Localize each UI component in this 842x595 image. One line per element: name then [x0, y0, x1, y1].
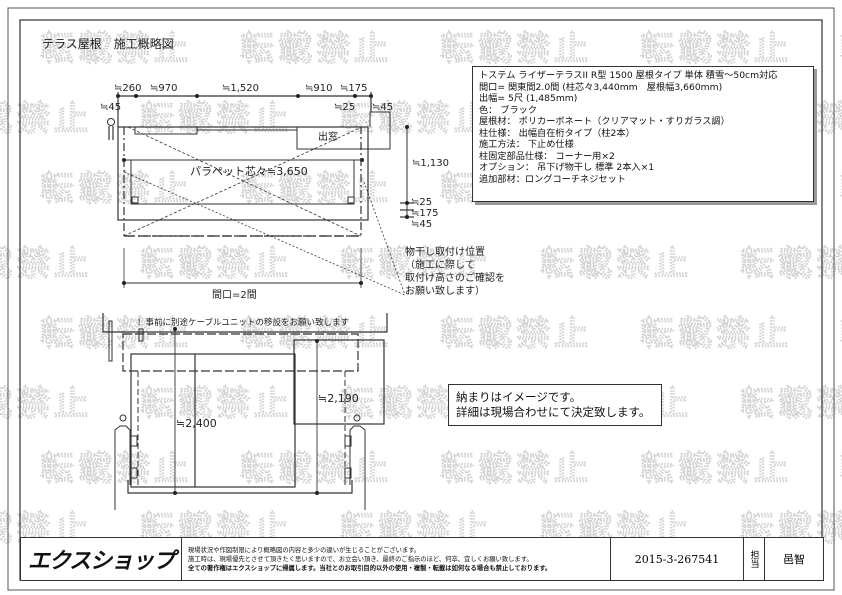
disclaimer-line: 全ての著作権はエクスショップに帰属します。当社とのお取引目的以外の使用・複製・転…	[188, 564, 552, 572]
dim-right-25: ≒25	[411, 197, 432, 208]
spec-line: 柱固定部品仕様： コーナー用×2	[479, 150, 615, 162]
watermark-text: 転載禁止	[140, 384, 292, 424]
watermark-text: 転載禁止	[640, 314, 792, 354]
dim-175: ≒175	[340, 83, 367, 94]
watermark-text: 転載禁止	[240, 169, 392, 209]
watermark-text: 転載禁止	[640, 29, 792, 69]
spec-line: オプション： 吊下げ物干し 標準 2本入×1	[479, 162, 655, 173]
document-number: 2015-3-267541	[611, 538, 744, 580]
disclaimer-line: 現場状況や作図制限により概略図の内容と多少の違いが生じることがございます。	[188, 546, 421, 554]
watermark-text: 転載禁止	[440, 29, 592, 69]
watermark-text: 転載禁止	[840, 29, 842, 69]
staff-label: 担当	[744, 538, 765, 580]
spec-line: 施工方法： 下止め仕様	[479, 139, 574, 150]
spec-line: 追加部材：ロングコーチネジセット	[479, 173, 626, 185]
watermark-text: 転載禁止	[440, 449, 592, 489]
watermark-text: 転載禁止	[40, 449, 192, 489]
spec-line: 出幅= 5尺 (1,485mm)	[479, 93, 578, 104]
dim-970: ≒970	[150, 83, 177, 94]
dim-260: ≒260	[114, 83, 141, 94]
image-note-line: 納まりはイメージです。	[456, 390, 582, 404]
staff-name: 邑智	[783, 553, 805, 566]
watermark-text: 転載禁止	[140, 244, 292, 284]
plan-labels: ≒260 ≒970 ≒1,520 ≒910 ≒175 ≒45 ≒25 ≒45 出…	[100, 83, 505, 301]
watermark-text: 転載禁止	[540, 244, 692, 284]
spec-line: 間口= 関東間2.0間 (柱芯々3,440mm 屋根幅3,660mm)	[479, 81, 723, 93]
watermark-text: 転載禁止	[640, 449, 792, 489]
watermark-text: 転載禁止	[440, 314, 592, 354]
watermark-text: 転載禁止	[740, 384, 842, 424]
spec-line: 柱仕様： 出幅自在桁タイプ（柱2本）	[479, 127, 635, 139]
watermark-text: 転載禁止	[140, 99, 292, 139]
disclaimer: 現場状況や作図制限により概略図の内容と多少の違いが生じることがございます。 施工…	[182, 538, 611, 580]
watermark-text: 転載禁止	[340, 99, 492, 139]
watermark-text: 転載禁止	[0, 99, 92, 139]
dim-right-45: ≒45	[411, 219, 432, 230]
drying-note-line: 物干し取付け位置	[405, 245, 485, 258]
watermark-text: 転載禁止	[40, 29, 192, 69]
spec-line: トステム ライザーテラスII R型 1500 屋根タイプ 単体 積雪～50cm対…	[479, 70, 778, 81]
watermark-text: 転載禁止	[340, 244, 492, 284]
dim-25: ≒25	[334, 102, 355, 113]
dim-1520: ≒1,520	[222, 83, 259, 94]
watermark-text: 転載禁止	[40, 169, 192, 209]
spec-line: 屋根材： ポリカーボネート（クリアマット・すりガラス調）	[479, 116, 730, 127]
disclaimer-line: 施工時は、現場優先とさせて頂きたく思いますので、お立会い頂き、最終のご指示のほど…	[188, 555, 533, 563]
watermark-text: 転載禁止	[0, 244, 92, 284]
watermark-text: 転載禁止	[840, 314, 842, 354]
dim-45-right: ≒45	[372, 102, 393, 113]
outer-border	[7, 7, 835, 591]
dim-1130: ≒1,130	[412, 158, 449, 169]
watermark-text: 転載禁止	[0, 384, 92, 424]
company-logo: エクスショップ	[21, 538, 182, 580]
image-note-line: 詳細は現場合わせにて決定致します。	[456, 405, 651, 419]
watermark-text: 転載禁止	[240, 29, 392, 69]
dim-910: ≒910	[305, 83, 332, 94]
drying-note-line: （施工に際して	[405, 258, 475, 271]
image-note-box: 納まりはイメージです。 詳細は現場合わせにて決定致します。	[448, 384, 662, 426]
watermark-text: 転載禁止	[240, 449, 392, 489]
drying-note-line: 取付け高さのご確認を	[405, 271, 505, 284]
watermark-text: 転載禁止	[840, 449, 842, 489]
dim-45-left: ≒45	[100, 102, 121, 113]
watermark-text: 転載禁止	[240, 314, 392, 354]
spec-box: トステム ライザーテラスII R型 1500 屋根タイプ 単体 積雪～50cm対…	[472, 66, 814, 202]
watermark-text: 転載禁止	[840, 169, 842, 209]
parapet-label: パラペット芯々≒3,650	[190, 164, 308, 178]
bay-window-label: 出窓	[318, 130, 338, 143]
height-2190: ≒2,190	[318, 392, 359, 405]
cable-unit-note: ！事前に別途ケーブルユニットの移設をお願い致します	[137, 317, 349, 328]
title-block: エクスショップ 現場状況や作図制限により概略図の内容と多少の違いが生じることがご…	[20, 537, 824, 581]
dim-right-175: ≒175	[411, 208, 438, 219]
plan-view	[107, 92, 414, 296]
frontage-label: 間口=2間	[212, 289, 257, 301]
watermark-text: 転載禁止	[740, 244, 842, 284]
drying-note-line: お願い致します）	[405, 284, 485, 297]
spec-line: 色： ブラック	[479, 104, 538, 116]
elevation-labels: ！事前に別途ケーブルユニットの移設をお願い致します ≒2,400 ≒2,190	[137, 317, 359, 430]
elevation-view	[102, 313, 388, 510]
height-2400: ≒2,400	[176, 417, 217, 430]
drawing-title: テラス屋根 施工概略図	[42, 36, 174, 51]
